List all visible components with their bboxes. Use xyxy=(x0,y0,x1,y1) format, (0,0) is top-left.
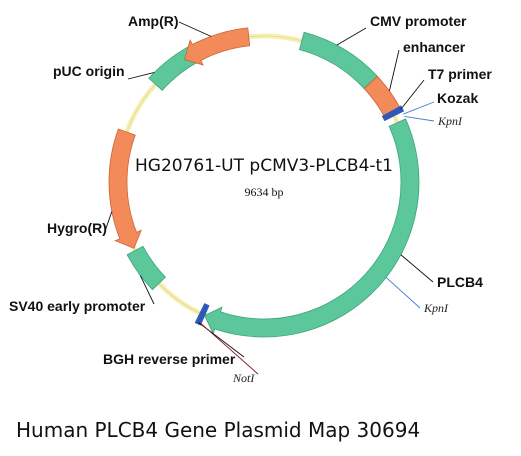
label-hygro-r: Hygro(R) xyxy=(47,220,107,236)
label-leader-line xyxy=(388,49,400,91)
label-kpni: KpnI xyxy=(423,301,449,315)
primer-t7-primer xyxy=(381,105,405,122)
primers-layer xyxy=(194,105,405,326)
feature-cmv-promoter xyxy=(298,31,378,90)
label-leader-line xyxy=(400,79,425,110)
label-t7-primer: T7 primer xyxy=(428,66,492,82)
label-bgh-reverse-primer: BGH reverse primer xyxy=(103,351,236,367)
label-sv40-early-promoter: SV40 early promoter xyxy=(9,298,146,314)
label-leader-line xyxy=(200,323,259,375)
feature-plcb4 xyxy=(204,118,420,338)
label-cmv-promoter: CMV promoter xyxy=(370,13,467,29)
label-enhancer: enhancer xyxy=(403,39,466,55)
label-leader-line xyxy=(336,27,367,46)
feature-hygro-r xyxy=(108,128,142,249)
label-leader-line xyxy=(385,277,421,309)
features-layer xyxy=(108,27,420,338)
plasmid-name: HG20761-UT pCMV3-PLCB4-t1 xyxy=(135,156,393,176)
feature-amp-r xyxy=(183,27,251,66)
plasmid-size: 9634 bp xyxy=(245,185,284,199)
feature-sv40-early-promoter xyxy=(126,245,167,291)
label-leader-line xyxy=(403,101,435,115)
label-kpni: KpnI xyxy=(437,114,463,128)
label-plcb4: PLCB4 xyxy=(437,274,483,290)
label-leader-line xyxy=(103,211,113,235)
label-leader-line xyxy=(400,254,434,283)
label-noti: NotI xyxy=(232,371,255,385)
label-leader-line xyxy=(178,21,212,37)
label-puc-origin: pUC origin xyxy=(53,63,125,79)
figure-caption: Human PLCB4 Gene Plasmid Map 30694 xyxy=(16,418,421,442)
primer-bgh-reverse-primer xyxy=(194,303,210,326)
label-kozak: Kozak xyxy=(437,90,478,106)
label-leader-line xyxy=(404,116,435,122)
label-amp-r: Amp(R) xyxy=(128,13,179,29)
label-leader-line xyxy=(127,71,155,80)
label-leader-line xyxy=(139,275,155,305)
